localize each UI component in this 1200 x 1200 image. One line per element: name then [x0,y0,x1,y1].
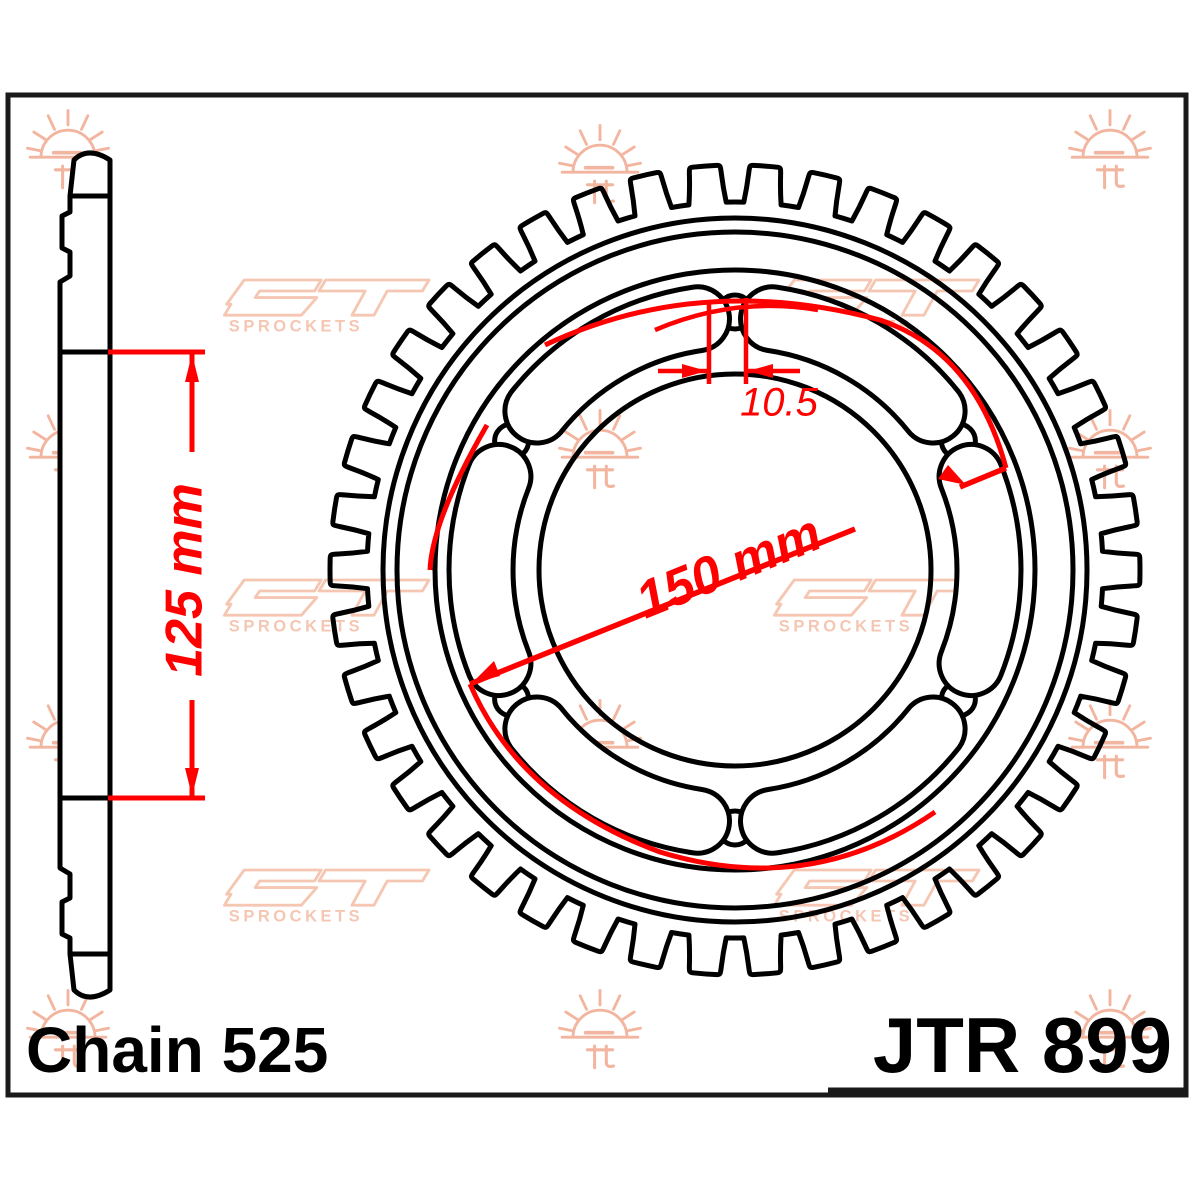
sprocket-front-view [327,162,1143,978]
arrowhead-125-top [185,354,199,382]
dimension-label-125mm: 125 mm [156,483,214,677]
rim-outer-circle [380,215,1090,925]
lightening-cutout-group [446,284,1024,856]
arc-guide-105 [654,303,819,333]
rim-section-top [57,193,113,355]
lightening-cutout [738,694,968,856]
lightening-cutout [936,442,1024,698]
tooth-profile-bottom [67,951,113,1000]
lightening-cutout [738,284,968,446]
arrowhead-150-upper [938,465,966,485]
sprocket-teeth-outline [327,162,1143,978]
web-circle [432,267,1038,873]
dimension-125mm [108,349,205,801]
rim-inner-circle [394,229,1076,911]
rim-section-bottom [57,795,113,957]
dim-line-150-tail [958,465,1008,490]
arrowhead-105-right [748,364,773,378]
bolt-circle-arc-upper [543,298,1009,469]
arrowhead-150-lower [472,661,500,683]
arrowhead-105-left [682,364,707,378]
dimension-label-10-5: 10.5 [740,381,819,425]
bolt-circle-arcs [427,298,1009,871]
dimension-10-5 [654,298,819,384]
dimension-150mm [427,298,1009,871]
center-bore-circle [536,371,934,769]
arrowhead-125-bottom [185,768,199,796]
web-plate-section [57,349,113,801]
drawing-frame-border [5,92,1189,1098]
side-profile-outline [57,150,113,1000]
pointer-arc-left [427,423,490,571]
side-cross-section-view [57,150,113,1000]
lightening-cutout [446,442,534,698]
lightening-cutout [502,284,732,446]
dim-line-150 [468,526,857,687]
bolt-circle-arc-lower [467,683,937,871]
tooth-profile-top [67,150,113,199]
chain-size-label: Chain 525 [26,1014,328,1086]
part-number-label: JTR 899 [873,1001,1172,1089]
